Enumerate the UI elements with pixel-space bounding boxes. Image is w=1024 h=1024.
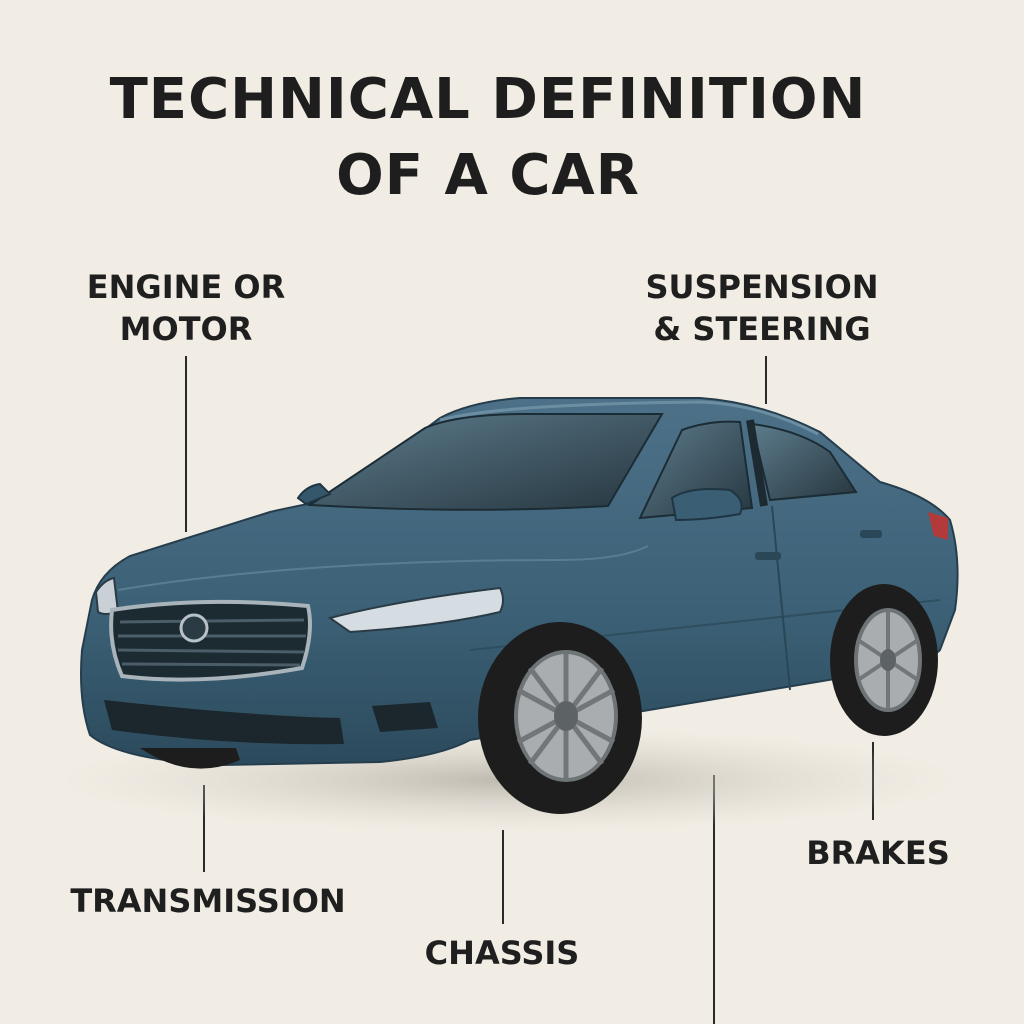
front-wheel [478, 622, 642, 814]
roof-highlight [439, 400, 819, 436]
door-seam [771, 505, 791, 691]
label-suspension-line-1: SUSPENSION [645, 268, 879, 306]
side-mirror [670, 488, 743, 522]
title-line-1: TECHNICAL DEFINITION [109, 67, 867, 132]
title-line-2: OF A CAR [336, 143, 640, 208]
label-transmission: TRANSMISSION [70, 882, 346, 920]
rear-side-window [750, 422, 858, 502]
headlight [327, 586, 504, 634]
door-handle-rear [860, 530, 882, 538]
brand-emblem [179, 613, 209, 643]
tail-light [928, 512, 948, 540]
front-left-tire [140, 748, 240, 769]
grille [109, 599, 312, 682]
label-suspension-line-2: & STEERING [653, 310, 871, 348]
diagram-title: TECHNICAL DEFINITION OF A CAR [0, 62, 976, 214]
side-mirror-small [296, 482, 332, 506]
window-pillar [746, 419, 768, 507]
label-suspension-steering: SUSPENSION & STEERING [626, 266, 898, 350]
rear-wheel [830, 584, 938, 736]
label-engine-line-2: MOTOR [119, 310, 253, 348]
lower-intake [104, 700, 344, 745]
car-illustration [80, 397, 959, 814]
windshield [306, 413, 664, 511]
label-engine-line-1: ENGINE OR [86, 268, 286, 306]
label-brakes: BRAKES [806, 834, 950, 872]
hood-crease [117, 545, 649, 591]
door-handle-front [755, 552, 781, 560]
label-chassis: CHASSIS [424, 934, 580, 972]
grille-slats [117, 618, 306, 667]
fog-intake [372, 702, 438, 732]
label-engine-or-motor: ENGINE OR MOTOR [70, 266, 302, 350]
